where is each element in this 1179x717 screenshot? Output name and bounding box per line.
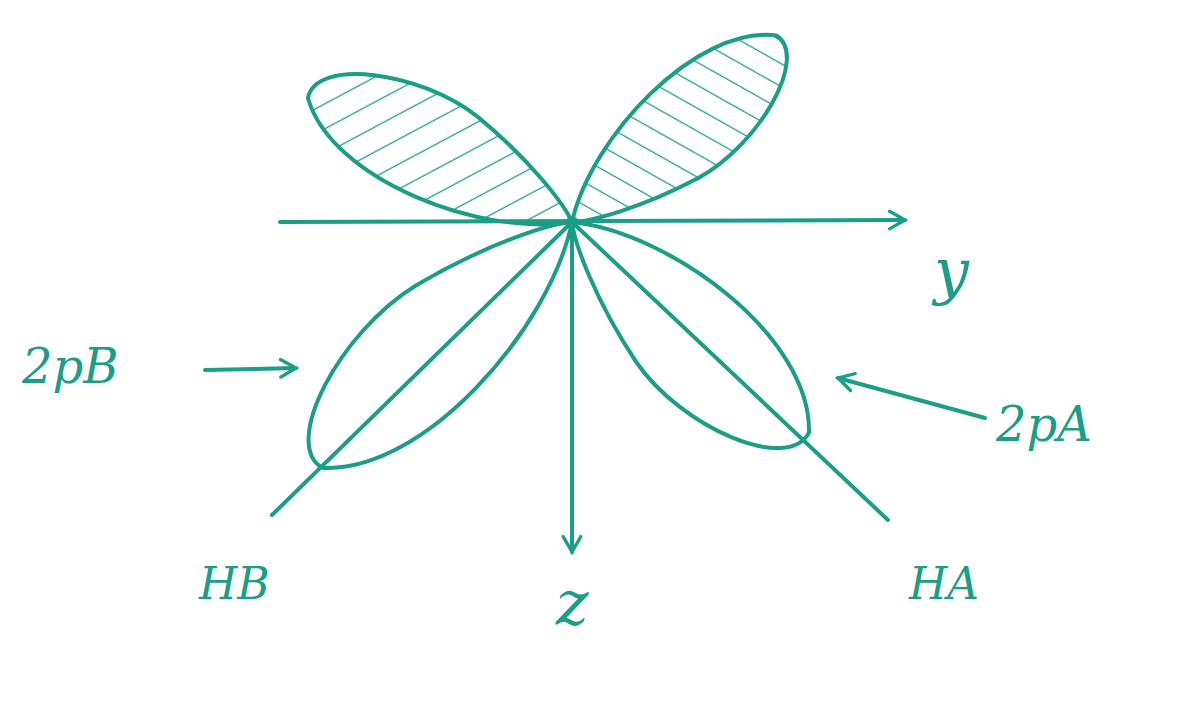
orbital-lobes — [271, 6, 841, 503]
y-axis — [280, 220, 905, 222]
atom-label: HA — [905, 560, 983, 608]
bond-line-ha — [572, 222, 888, 520]
axis-label: z — [552, 570, 593, 636]
z-axis — [570, 222, 574, 552]
orbital-label: 2pB — [18, 340, 123, 392]
orbital-label: 2pA — [992, 398, 1096, 450]
orbital-lobe — [289, 41, 597, 266]
orbital-lobe — [271, 175, 611, 502]
pointer-arrow — [838, 378, 985, 418]
axis-label: y — [930, 238, 973, 304]
atom-label: HB — [195, 560, 274, 608]
pointer-arrow — [205, 368, 296, 370]
origin-dot — [566, 216, 578, 228]
bond-line-hb — [272, 222, 572, 515]
